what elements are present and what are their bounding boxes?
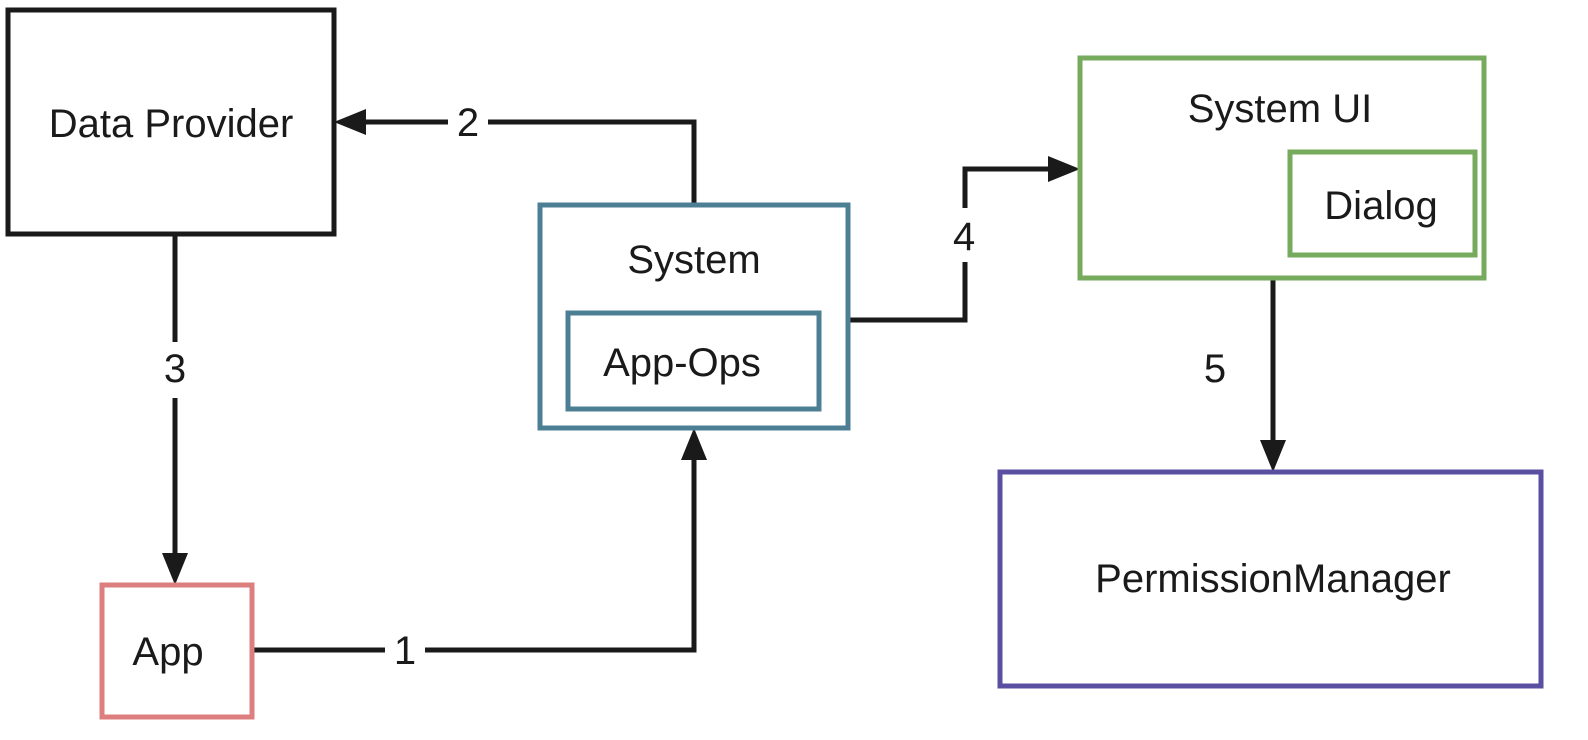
app-ops-label: App-Ops <box>603 341 761 385</box>
edge-2-arrowhead <box>334 109 366 135</box>
node-data-provider[interactable]: Data Provider <box>5 7 337 237</box>
app-box[interactable] <box>99 582 255 720</box>
dialog-box[interactable] <box>1287 149 1478 258</box>
edge-4-arrowhead <box>1048 156 1080 182</box>
system-ui-label: System UI <box>1188 87 1372 131</box>
node-system-ui[interactable]: System UI Dialog <box>1077 55 1487 281</box>
edge-4-segment-lower <box>848 262 968 323</box>
permission-manager-label: PermissionManager <box>1095 557 1451 601</box>
dialog-label: Dialog <box>1324 184 1437 228</box>
edge-5-system-ui-to-permission-manager: 5 <box>1204 278 1286 472</box>
node-app[interactable]: App <box>99 582 255 720</box>
app-ops-box[interactable] <box>565 310 822 412</box>
edge-5-label: 5 <box>1204 347 1226 391</box>
app-label: App <box>132 630 203 674</box>
edge-3-data-provider-to-app: 3 <box>162 234 188 585</box>
edge-1-arrowhead <box>681 428 707 460</box>
edge-3-arrowhead <box>162 553 188 585</box>
edge-1-segment-right <box>425 452 697 653</box>
edge-3-label: 3 <box>164 347 186 391</box>
edge-2-system-to-data-provider: 2 <box>334 101 697 205</box>
edge-4-label: 4 <box>953 215 975 259</box>
edge-2-segment-right <box>488 119 697 205</box>
node-permission-manager[interactable]: PermissionManager <box>997 469 1544 689</box>
permission-manager-box[interactable] <box>997 469 1544 689</box>
node-system[interactable]: System App-Ops <box>537 202 851 431</box>
data-provider-box[interactable] <box>5 7 337 237</box>
edge-2-label: 2 <box>457 101 479 145</box>
node-dialog[interactable]: Dialog <box>1287 149 1478 258</box>
edge-1-app-to-system: 1 <box>252 428 707 673</box>
edge-4-system-to-system-ui: 4 <box>848 156 1080 323</box>
data-provider-label: Data Provider <box>49 102 294 146</box>
edge-5-arrowhead <box>1260 440 1286 472</box>
system-label: System <box>627 238 760 282</box>
edge-4-segment-upper <box>962 166 1056 208</box>
node-app-ops[interactable]: App-Ops <box>565 310 822 412</box>
edge-1-label: 1 <box>394 629 416 673</box>
